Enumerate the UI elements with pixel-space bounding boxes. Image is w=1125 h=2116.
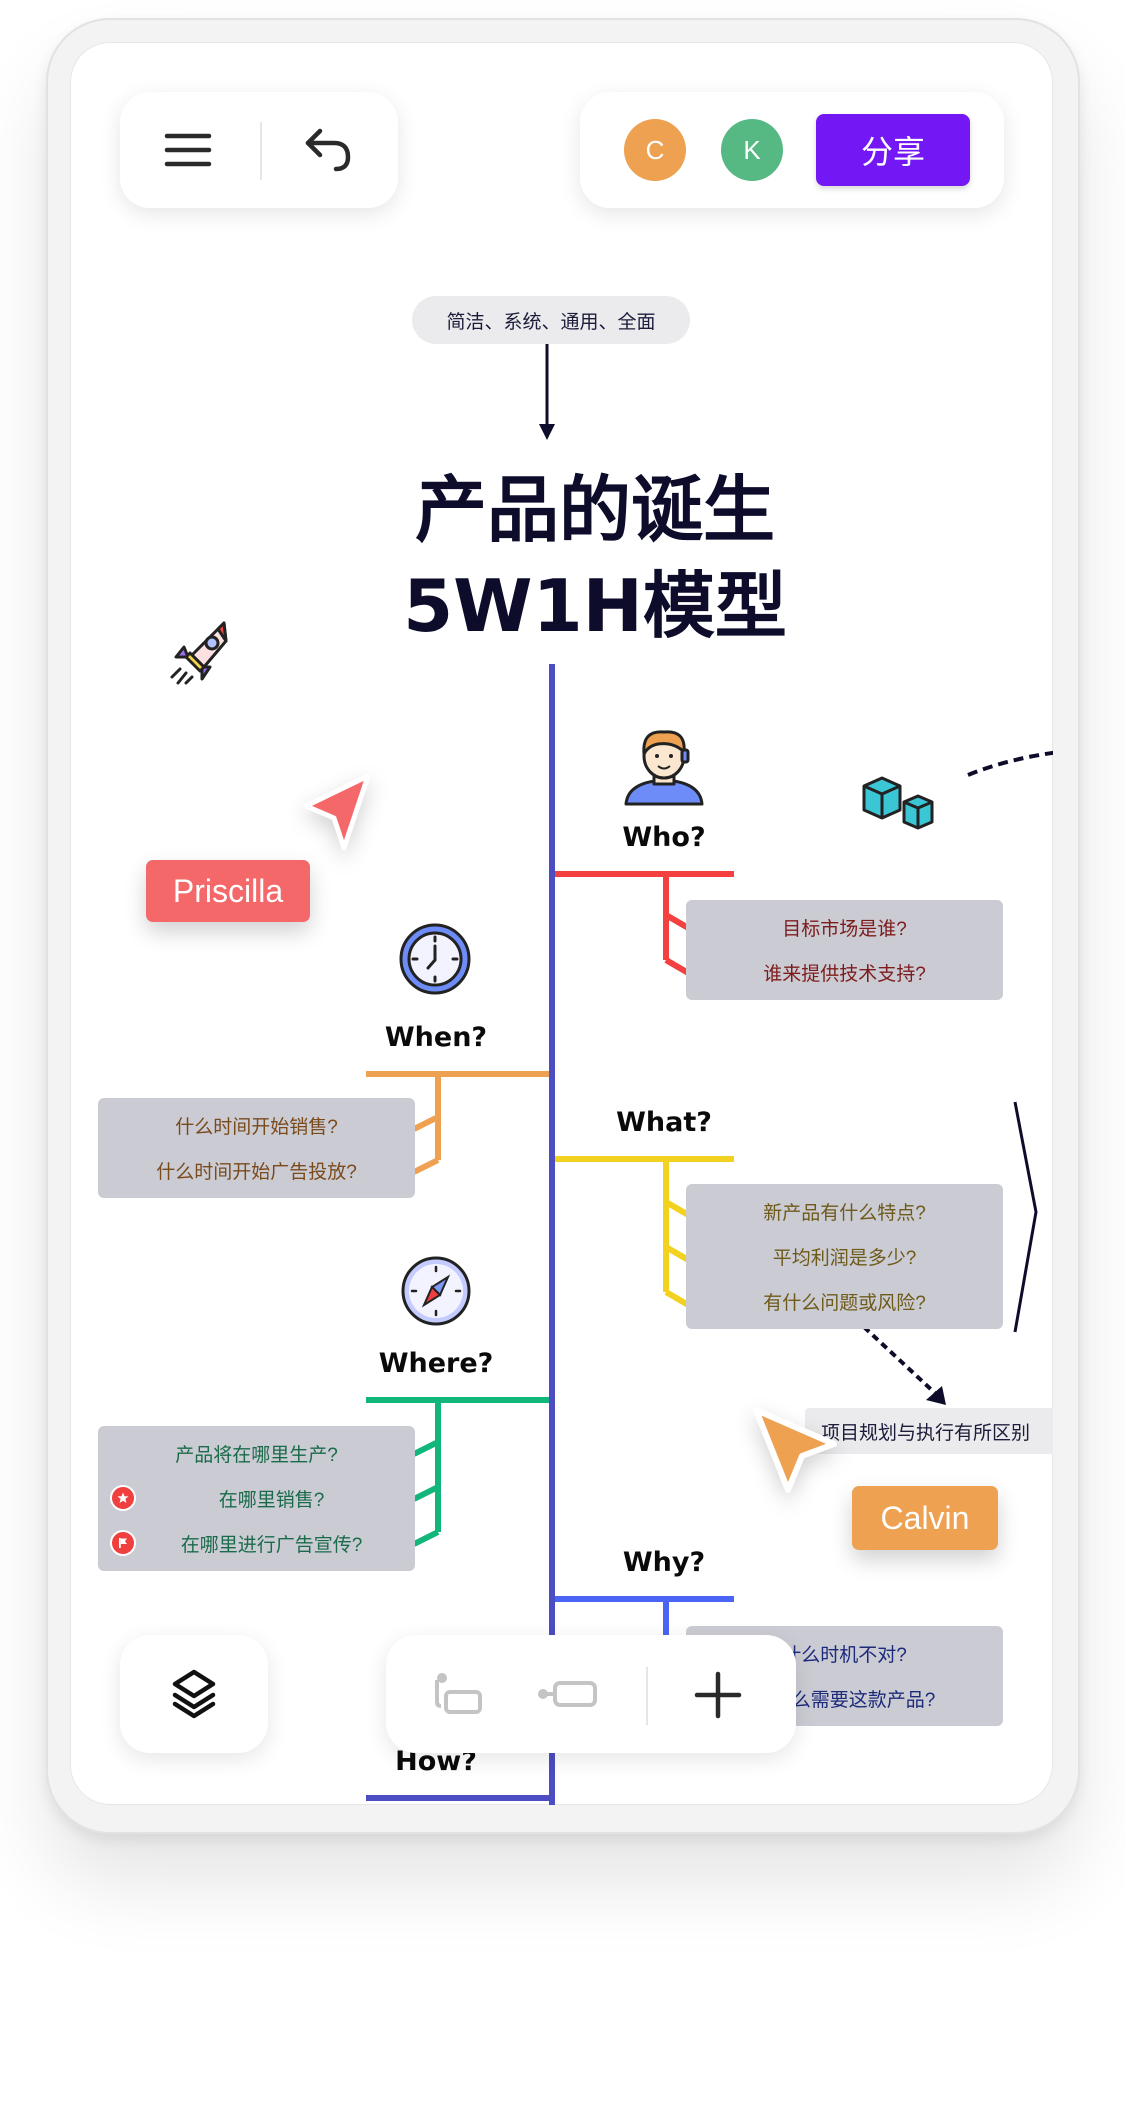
top-note-arrowhead: [539, 424, 555, 440]
side-note[interactable]: 项目规划与执行有所区别: [805, 1408, 1053, 1454]
menu-button[interactable]: [160, 122, 216, 178]
where-item[interactable]: 在哪里销售?: [218, 1490, 325, 1511]
cubes-icon: [862, 776, 934, 830]
layers-icon-wrap: [120, 1635, 268, 1753]
bottom-node-toolbar: [386, 1635, 796, 1753]
screen: 简洁、系统、通用、全面 产品的诞生 5W1H模型: [70, 42, 1053, 1805]
clock-icon: [399, 923, 471, 995]
cursor-label-priscilla: Priscilla: [146, 860, 310, 922]
top-right-toolbar: C K 分享: [580, 92, 1004, 208]
title-line-2[interactable]: 5W1H模型: [403, 564, 787, 648]
avatar-k[interactable]: K: [721, 119, 783, 181]
add-sibling-node-button[interactable]: [534, 1667, 604, 1721]
toolbar-divider: [646, 1667, 648, 1725]
branch-label-why[interactable]: Why?: [622, 1547, 706, 1578]
add-child-node-button[interactable]: [428, 1667, 488, 1721]
priscilla-cursor-icon: [303, 773, 371, 851]
undo-arrow-icon: [305, 128, 351, 172]
avatar-c[interactable]: C: [624, 119, 686, 181]
where-items-box[interactable]: 产品将在哪里生产? 在哪里销售? 在哪里进行广告宣传?: [98, 1426, 415, 1571]
star-badge-icon: [110, 1485, 136, 1511]
branch-label-where[interactable]: Where?: [378, 1348, 494, 1379]
share-button[interactable]: 分享: [816, 114, 970, 186]
what-item[interactable]: 新产品有什么特点?: [763, 1203, 926, 1224]
why-item[interactable]: 什么时机不对?: [782, 1645, 907, 1666]
layers-button[interactable]: [120, 1635, 268, 1753]
plus-icon: [694, 1671, 742, 1719]
who-item[interactable]: 谁来提供技术支持?: [763, 964, 926, 985]
what-to-note-arrowhead: [926, 1386, 946, 1405]
calvin-cursor-icon: [753, 1407, 837, 1493]
dashed-connector-cubes: [967, 750, 1053, 777]
what-item[interactable]: 有什么问题或风险?: [763, 1293, 926, 1314]
where-item[interactable]: 在哪里进行广告宣传?: [180, 1535, 363, 1556]
top-note[interactable]: 简洁、系统、通用、全面: [412, 296, 690, 344]
toolbar-divider: [260, 122, 262, 180]
what-item[interactable]: 平均利润是多少?: [772, 1248, 917, 1269]
what-items-box[interactable]: 新产品有什么特点? 平均利润是多少? 有什么问题或风险?: [686, 1184, 1003, 1329]
add-node-button[interactable]: [686, 1665, 750, 1725]
branch-label-what[interactable]: What?: [616, 1107, 712, 1138]
what-to-note-connector: [862, 1325, 938, 1396]
customer-service-person-icon: [624, 730, 704, 806]
cursor-label-calvin: Calvin: [852, 1486, 998, 1550]
top-left-toolbar: [120, 92, 398, 208]
right-bracket: [1013, 1101, 1038, 1333]
compass-icon: [401, 1256, 471, 1326]
add-sibling-node-icon: [538, 1681, 597, 1707]
why-item[interactable]: 为什么需要这款产品?: [753, 1690, 936, 1711]
when-item[interactable]: 什么时间开始销售?: [175, 1117, 338, 1138]
title-line-1[interactable]: 产品的诞生: [414, 468, 775, 552]
undo-button[interactable]: [300, 122, 356, 178]
where-item[interactable]: 产品将在哪里生产?: [175, 1445, 338, 1466]
rocket-icon: [170, 621, 228, 685]
layers-icon: [172, 1669, 216, 1719]
when-items-box[interactable]: 什么时间开始销售? 什么时间开始广告投放?: [98, 1098, 415, 1198]
who-items-box[interactable]: 目标市场是谁? 谁来提供技术支持?: [686, 900, 1003, 1000]
who-item[interactable]: 目标市场是谁?: [782, 919, 907, 940]
mindmap-canvas[interactable]: 简洁、系统、通用、全面 产品的诞生 5W1H模型: [70, 42, 1053, 1805]
add-child-node-icon: [435, 1673, 482, 1714]
flag-badge-icon: [110, 1530, 136, 1556]
branch-label-when[interactable]: When?: [384, 1022, 488, 1053]
when-item[interactable]: 什么时间开始广告投放?: [156, 1162, 357, 1183]
hamburger-menu-icon: [164, 133, 212, 167]
branch-label-who[interactable]: Who?: [622, 822, 706, 853]
